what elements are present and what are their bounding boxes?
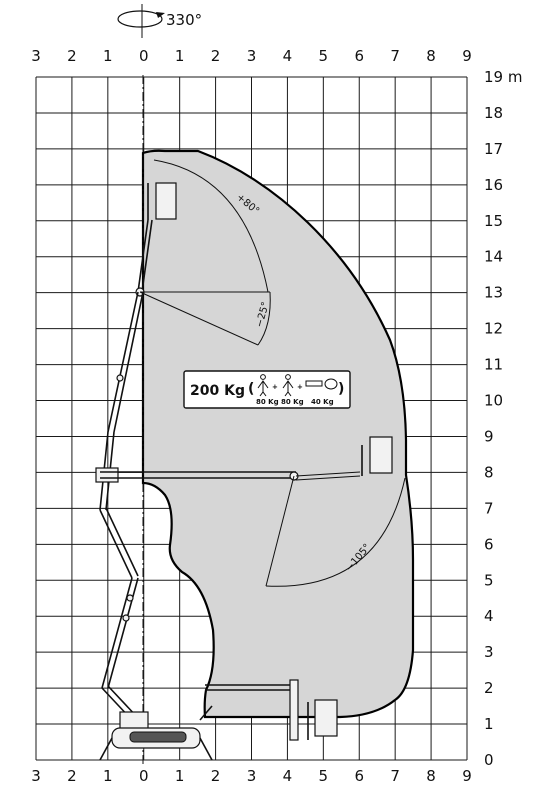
outrigger-rear bbox=[199, 705, 213, 721]
y-tick-label: 16 bbox=[484, 176, 503, 194]
y-tick-label: 8 bbox=[484, 463, 494, 481]
x-tick-label-bottom: 1 bbox=[175, 767, 185, 785]
top-basket-assembly bbox=[135, 182, 177, 297]
main-boom bbox=[95, 291, 144, 721]
load-capacity-value: 200 Kg bbox=[190, 383, 245, 399]
y-tick-label: 4 bbox=[484, 607, 494, 625]
top-jib bbox=[137, 219, 149, 293]
x-tick-label-bottom: 3 bbox=[247, 767, 257, 785]
low-boom-head bbox=[289, 679, 299, 741]
working-envelope bbox=[141, 149, 415, 719]
track-chain bbox=[129, 731, 187, 743]
x-tick-label-bottom: 2 bbox=[211, 767, 221, 785]
load-tools: 40 Kg bbox=[311, 398, 334, 406]
arc-radius-diagonal bbox=[139, 291, 259, 346]
load-person2: 80 Kg bbox=[281, 398, 304, 406]
boom-segment-upper bbox=[107, 291, 139, 433]
x-tick-label-bottom: 8 bbox=[426, 767, 436, 785]
low-boom bbox=[205, 679, 338, 741]
y-tick-label: 9 bbox=[484, 427, 494, 445]
y-tick-label: 19 m bbox=[484, 68, 522, 86]
x-tick-label-top: 4 bbox=[283, 47, 293, 65]
x-tick-label-top: 6 bbox=[354, 47, 364, 65]
rotation-arrow-icon bbox=[156, 12, 165, 18]
horizontal-jib bbox=[295, 471, 361, 477]
x-tick-label-top: 2 bbox=[67, 47, 77, 65]
boom-segment-upper-b bbox=[113, 291, 144, 433]
rotation-label: 330° bbox=[166, 11, 202, 29]
ground-basket bbox=[314, 699, 338, 737]
boom-column bbox=[101, 577, 133, 689]
outrigger-left bbox=[99, 737, 113, 761]
turret bbox=[119, 711, 149, 731]
x-tick-label-top: 5 bbox=[319, 47, 329, 65]
boom-segment-lower bbox=[99, 509, 133, 579]
load-capacity-panel: 200 Kg ( + + ) 80 Kg 80 Kg 40 Kg bbox=[183, 370, 351, 409]
outrigger-right bbox=[199, 737, 213, 761]
y-tick-label: 12 bbox=[484, 320, 503, 338]
boom-upper-pin bbox=[116, 374, 124, 382]
x-tick-label-top: 3 bbox=[247, 47, 257, 65]
x-tick-label-top: 1 bbox=[175, 47, 185, 65]
plus-sign-1: + bbox=[272, 383, 278, 391]
x-tick-label-bottom: 6 bbox=[354, 767, 364, 785]
y-tick-label: 5 bbox=[484, 571, 494, 589]
x-tick-label-bottom: 0 bbox=[139, 767, 149, 785]
boom-column-b bbox=[107, 577, 139, 689]
y-tick-label: 14 bbox=[484, 248, 503, 266]
plus-sign-2: + bbox=[297, 383, 303, 391]
arc-plus-80 bbox=[153, 159, 269, 293]
y-tick-label: 0 bbox=[484, 751, 494, 769]
tick-labels: 3322110011223344556677889901234567891011… bbox=[31, 47, 522, 785]
x-tick-label-top: 8 bbox=[426, 47, 436, 65]
load-paren-open: ( bbox=[248, 381, 254, 397]
horizontal-boom bbox=[100, 436, 393, 481]
x-tick-label-bottom: 1 bbox=[103, 767, 113, 785]
x-tick-label-top: 1 bbox=[103, 47, 113, 65]
y-tick-label: 1 bbox=[484, 715, 494, 733]
machine-base bbox=[99, 705, 213, 761]
x-tick-label-top: 3 bbox=[31, 47, 41, 65]
y-tick-label: 3 bbox=[484, 643, 494, 661]
boom-column-pin-2 bbox=[122, 614, 130, 622]
lower-arc-radius bbox=[265, 475, 295, 587]
x-tick-label-bottom: 4 bbox=[283, 767, 293, 785]
load-person1: 80 Kg bbox=[256, 398, 279, 406]
person-icon-1 bbox=[257, 374, 269, 397]
y-tick-label: 2 bbox=[484, 679, 494, 697]
x-tick-label-top: 7 bbox=[390, 47, 400, 65]
y-tick-label: 7 bbox=[484, 499, 494, 517]
person-icon-2 bbox=[282, 374, 294, 397]
rotation-indicator: 330° bbox=[117, 4, 202, 38]
load-box bbox=[183, 370, 351, 409]
arc-minus-105 bbox=[265, 477, 406, 587]
y-tick-label: 11 bbox=[484, 356, 503, 374]
side-basket bbox=[369, 436, 393, 474]
x-tick-label-bottom: 9 bbox=[462, 767, 472, 785]
y-tick-label: 18 bbox=[484, 104, 503, 122]
x-tick-label-top: 0 bbox=[139, 47, 149, 65]
y-tick-label: 10 bbox=[484, 392, 503, 410]
y-tick-label: 13 bbox=[484, 284, 503, 302]
arc-minus-25 bbox=[257, 291, 271, 346]
x-tick-label-bottom: 3 bbox=[31, 767, 41, 785]
x-tick-label-bottom: 2 bbox=[67, 767, 77, 785]
x-tick-label-top: 9 bbox=[462, 47, 472, 65]
y-tick-label: 6 bbox=[484, 535, 494, 553]
rotation-ellipse bbox=[117, 10, 163, 28]
tools-icon bbox=[305, 378, 338, 390]
top-basket bbox=[155, 182, 177, 220]
top-jib-b bbox=[141, 219, 153, 293]
boom-elbow-block bbox=[95, 467, 119, 483]
horizontal-jib-b bbox=[295, 475, 361, 481]
x-tick-label-top: 2 bbox=[211, 47, 221, 65]
boom-column-pin bbox=[126, 594, 134, 602]
boom-segment-lower-b bbox=[105, 507, 139, 577]
x-tick-label-bottom: 7 bbox=[390, 767, 400, 785]
y-tick-label: 15 bbox=[484, 212, 503, 230]
load-paren-close: ) bbox=[338, 381, 344, 397]
x-tick-label-bottom: 5 bbox=[319, 767, 329, 785]
y-tick-label: 17 bbox=[484, 140, 503, 158]
